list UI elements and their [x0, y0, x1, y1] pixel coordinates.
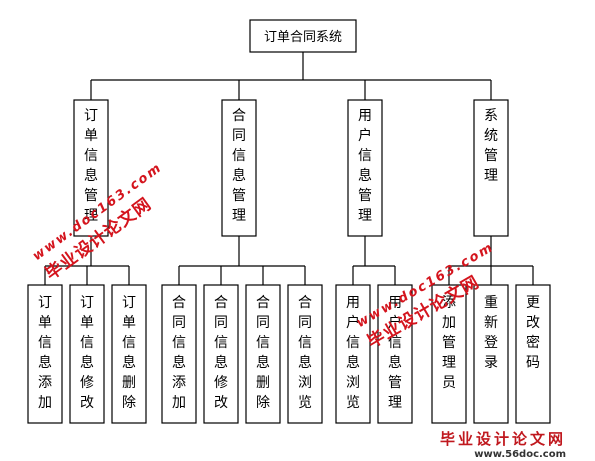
leaf-node-1-1: 合同信息修改: [203, 284, 239, 424]
leaf-node-2-1: 用户信息管理: [377, 284, 413, 424]
leaf-node-1-0: 合同信息添加: [161, 284, 197, 424]
root-node-box: [249, 19, 357, 53]
leaf-node-1-3-label: 合同信息浏览: [298, 295, 312, 411]
leaf-node-1-1-label: 合同信息修改: [214, 295, 228, 411]
watermark-logo: 毕业设计论文网 www.56doc.com: [440, 428, 566, 460]
leaf-node-2-0: 用户信息浏览: [335, 284, 371, 424]
leaf-node-0-0: 订单信息添加: [27, 284, 63, 424]
leaf-node-0-1: 订单信息修改: [69, 284, 105, 424]
leaf-node-1-0-box: [161, 284, 197, 424]
leaf-node-3-0: 添加管理员: [431, 284, 467, 424]
module-node-0-box: [73, 99, 109, 237]
leaf-node-1-2: 合同信息删除: [245, 284, 281, 424]
module-node-3-label: 系统管理: [484, 108, 498, 184]
leaf-node-0-1-label: 订单信息修改: [80, 295, 94, 411]
leaf-node-3-1: 重新登录: [473, 284, 509, 424]
watermark-logo-text: 毕业设计论文网: [440, 430, 567, 448]
leaf-node-2-1-box: [377, 284, 413, 424]
connector-lines: [44, 52, 534, 285]
leaf-node-0-2-label: 订单信息删除: [122, 295, 136, 411]
leaf-node-3-2: 更改密码: [515, 284, 551, 424]
leaf-node-1-2-label: 合同信息删除: [256, 295, 270, 411]
module-node-3: 系统管理: [473, 99, 509, 237]
module-node-1-box: [221, 99, 257, 237]
leaf-node-3-2-box: [515, 284, 551, 424]
leaf-node-0-0-label: 订单信息添加: [38, 295, 52, 411]
module-node-1-label: 合同信息管理: [232, 108, 246, 224]
module-node-0: 订单信息管理: [73, 99, 109, 237]
module-node-3-box: [473, 99, 509, 237]
leaf-node-3-0-label: 添加管理员: [442, 295, 456, 391]
module-node-2-label: 用户信息管理: [358, 108, 372, 224]
module-node-1: 合同信息管理: [221, 99, 257, 237]
root-node-label: 订单合同系统: [264, 30, 342, 45]
leaf-node-3-1-box: [473, 284, 509, 424]
leaf-node-0-2: 订单信息删除: [111, 284, 147, 424]
root-node: 订单合同系统: [249, 19, 357, 53]
leaf-node-3-2-label: 更改密码: [526, 295, 540, 371]
leaf-node-1-2-box: [245, 284, 281, 424]
leaf-node-3-1-label: 重新登录: [484, 295, 498, 371]
module-node-2-box: [347, 99, 383, 237]
leaf-node-0-0-box: [27, 284, 63, 424]
leaf-node-2-0-box: [335, 284, 371, 424]
leaf-node-1-3-box: [287, 284, 323, 424]
leaf-node-1-1-box: [203, 284, 239, 424]
leaf-node-0-2-box: [111, 284, 147, 424]
leaf-node-1-3: 合同信息浏览: [287, 284, 323, 424]
leaf-node-0-1-box: [69, 284, 105, 424]
leaf-node-1-0-label: 合同信息添加: [172, 295, 186, 411]
module-node-0-label: 订单信息管理: [84, 108, 98, 224]
module-node-2: 用户信息管理: [347, 99, 383, 237]
leaf-node-2-0-label: 用户信息浏览: [346, 295, 360, 411]
leaf-node-3-0-box: [431, 284, 467, 424]
watermark-logo-url: www.56doc.com: [474, 449, 567, 460]
leaf-node-2-1-label: 用户信息管理: [388, 295, 402, 411]
